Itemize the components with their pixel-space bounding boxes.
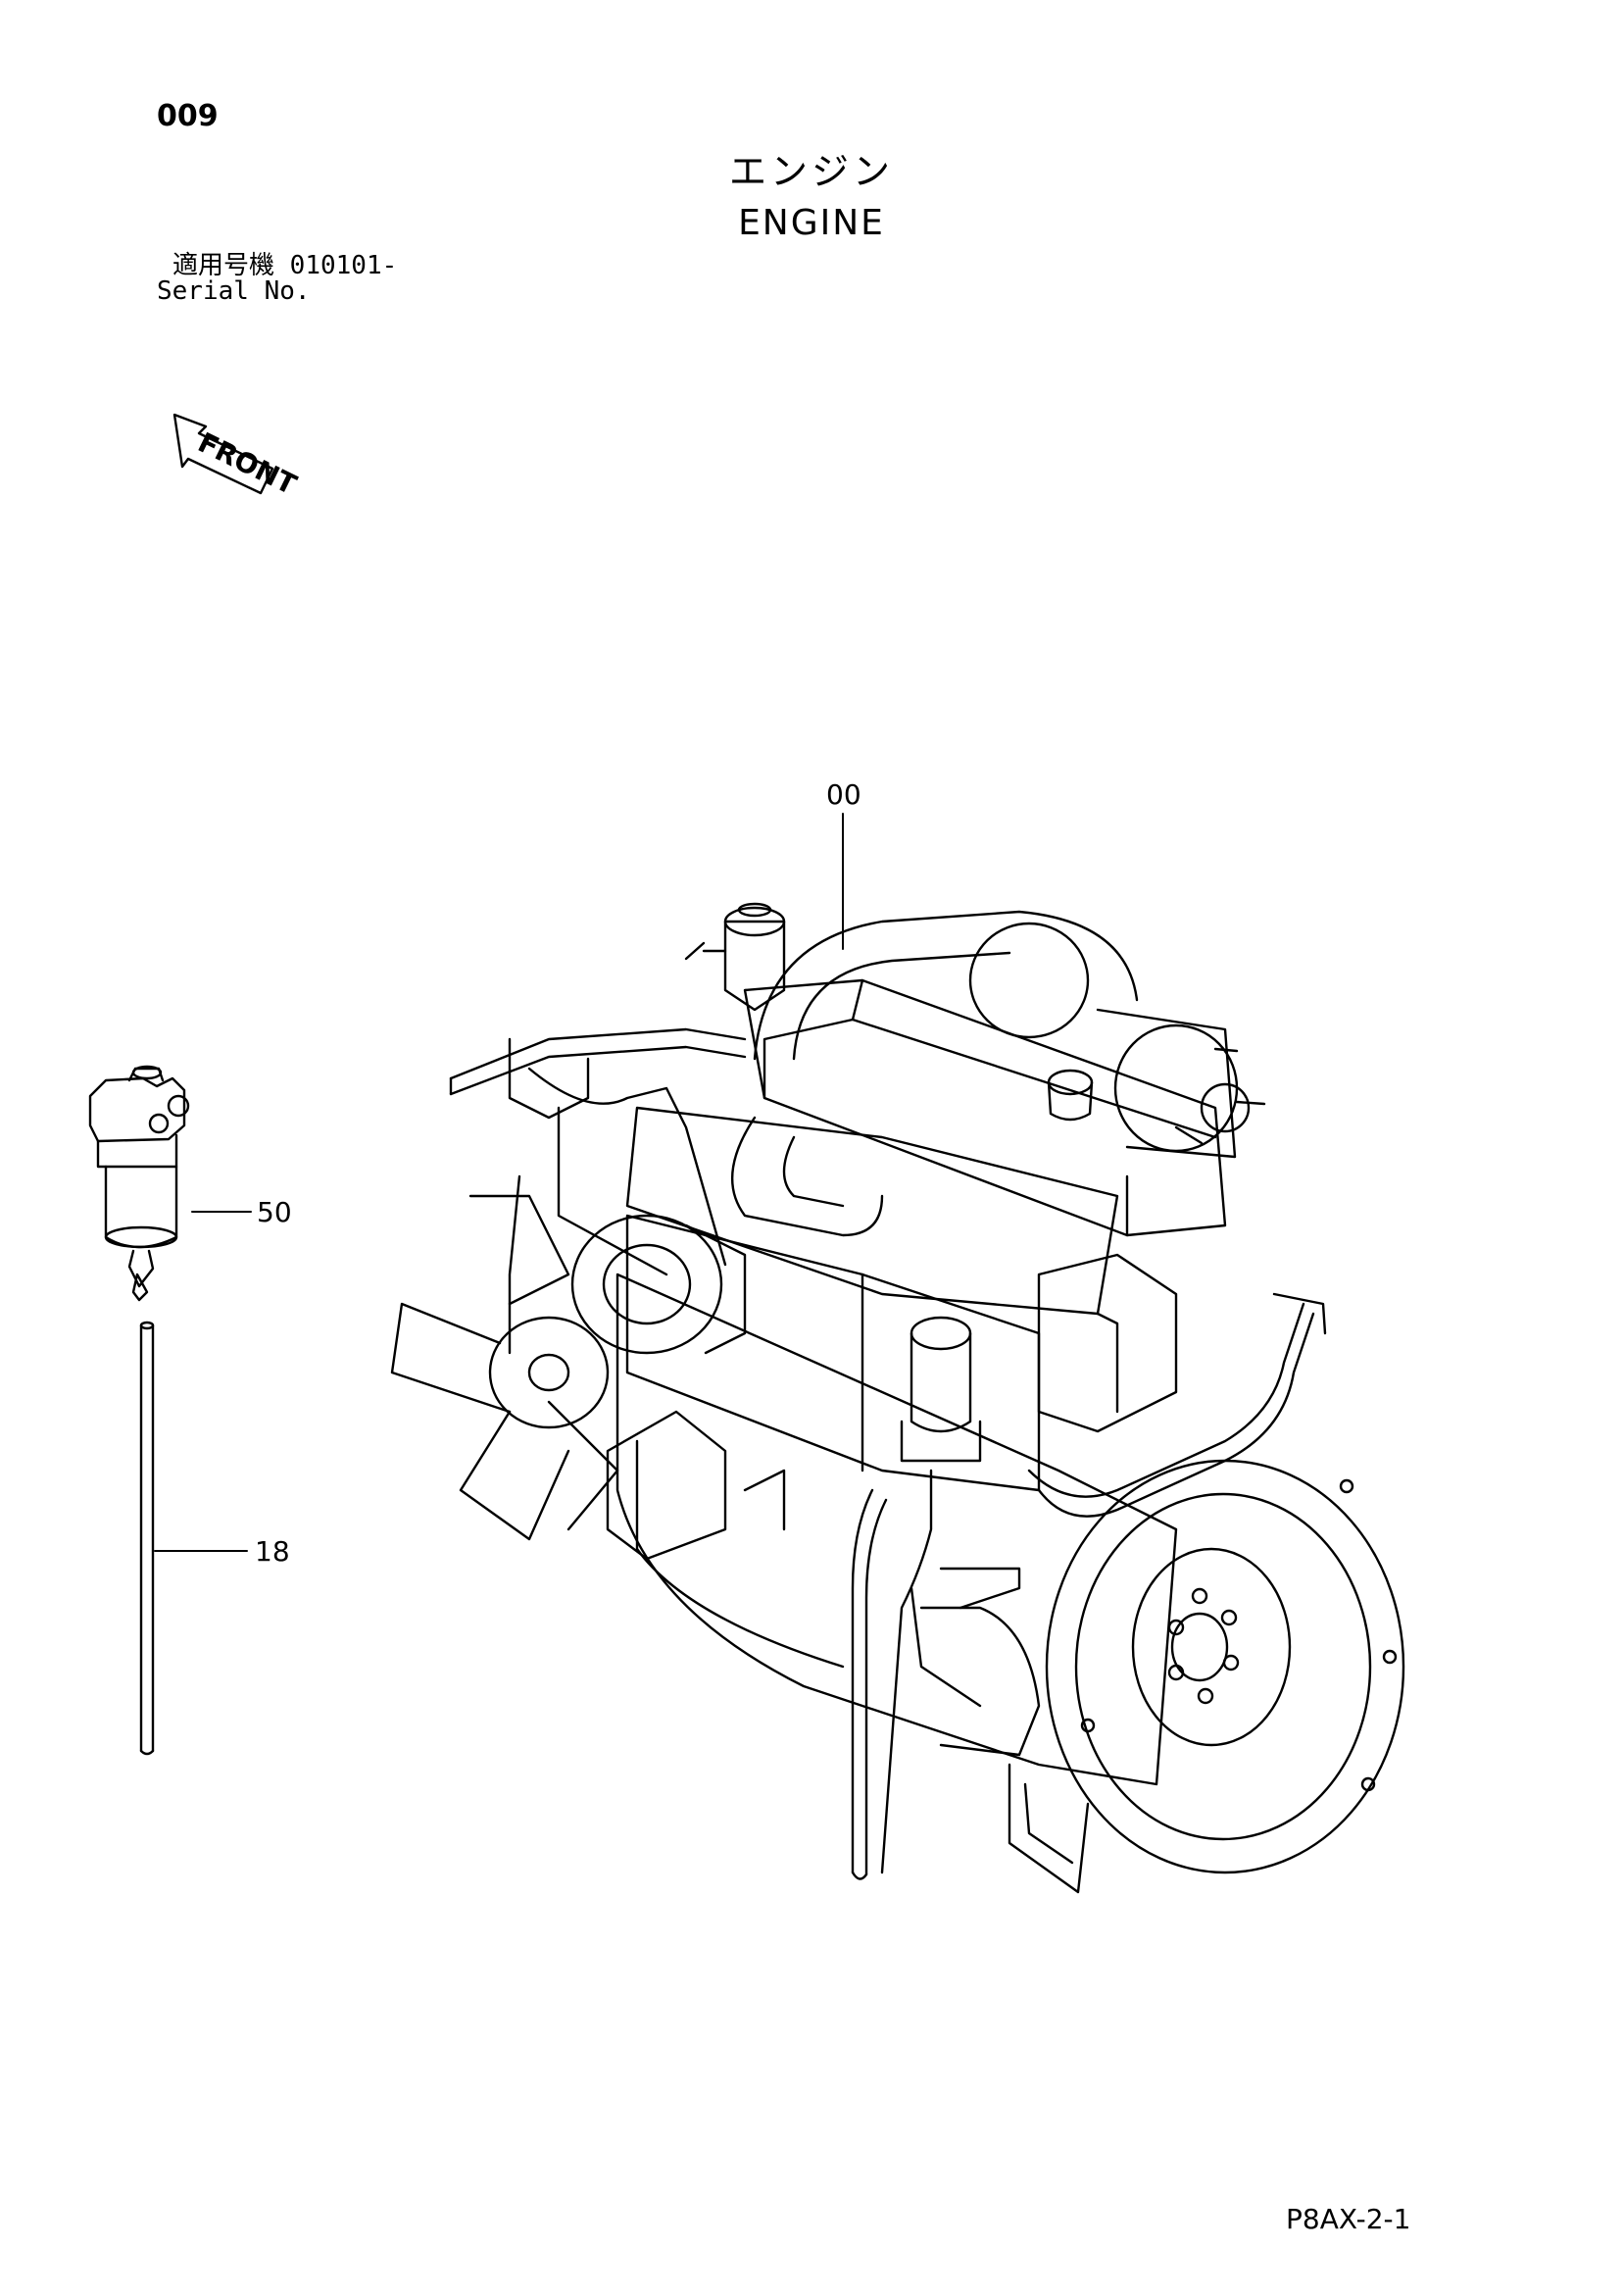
callout-fuel-filter: 50 [191,1196,292,1228]
title-japanese: エンジン [728,150,894,193]
callout-hose-label: 18 [255,1535,290,1568]
callout-fuel-filter-label: 50 [257,1196,292,1228]
serial-label-english: Serial No. [157,276,311,306]
page-number: 009 [157,99,219,133]
callout-engine-label: 00 [826,778,861,811]
serial-value: 010101- [289,251,398,280]
front-arrow-label: FRONT [193,426,302,502]
fuel-filter-icon [88,1065,190,1302]
front-arrow-icon: FRONT [172,413,302,502]
serial-label-jp: 適用号機 [172,251,275,280]
callout-hose: 18 [154,1535,290,1568]
engine-assembly-icon [390,902,1405,1894]
hose-icon [139,1321,155,1756]
page-code: P8AX-2-1 [1286,2203,1411,2235]
title-english: ENGINE [738,203,885,243]
callout-engine: 00 [826,778,861,950]
serial-label-japanese: 適用号機 010101- [172,253,397,278]
